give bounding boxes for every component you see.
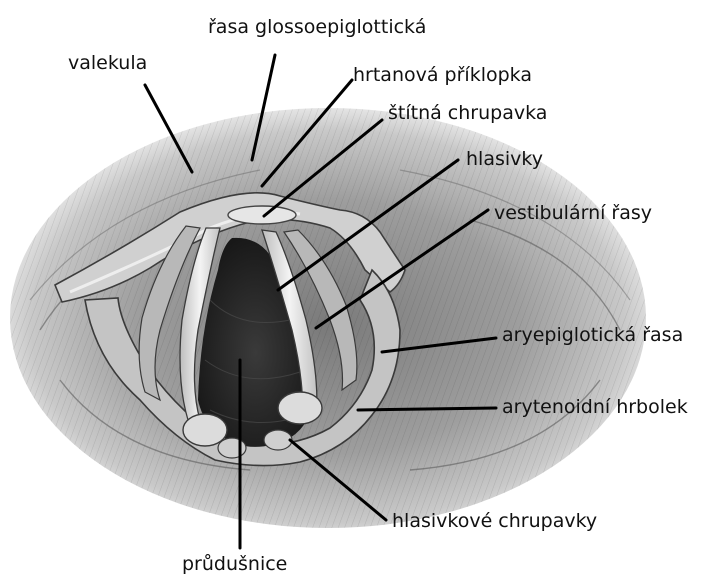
- label-prudusnice: průdušnice: [182, 555, 287, 574]
- label-hlasivky: hlasivky: [466, 150, 543, 169]
- label-aryepigloticka-rasa: aryepiglotická řasa: [502, 326, 683, 345]
- label-vestibularni-rasy: vestibulární řasy: [494, 204, 652, 223]
- label-stitna-chrupavka: štítná chrupavka: [388, 104, 547, 123]
- label-arytenoidni-hrbolek: arytenoidní hrbolek: [502, 398, 688, 417]
- label-hrtanova-priklopka: hrtanová příklopka: [353, 66, 532, 85]
- label-hlasivkove-chrupavky: hlasivkové chrupavky: [392, 512, 597, 531]
- label-valekula: valekula: [68, 54, 147, 73]
- label-rasa-glossoepiglotticka: řasa glossoepiglottická: [208, 18, 426, 37]
- leader-arytenoidni-hrbolek: [358, 408, 496, 410]
